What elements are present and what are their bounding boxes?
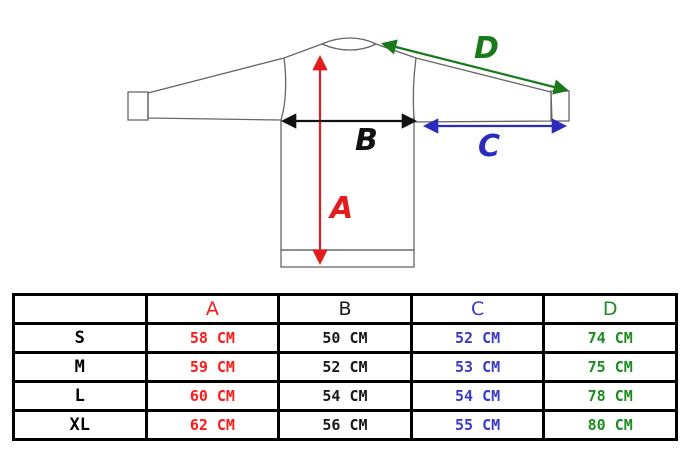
value-b: 52 CM: [277, 351, 413, 383]
value-d: 74 CM: [542, 322, 678, 354]
value-a: 58 CM: [144, 322, 281, 354]
header-b: B: [277, 293, 413, 325]
table-header-row: A B C D: [12, 293, 678, 325]
sweater-outline: [127, 37, 570, 268]
value-c: 53 CM: [409, 351, 546, 383]
value-c: 54 CM: [409, 380, 546, 412]
size-chart-table: A B C D S 58 CM 50 CM 52 CM 74 CM M 59 C…: [12, 293, 678, 441]
value-c: 55 CM: [409, 409, 546, 441]
value-b: 54 CM: [277, 380, 413, 412]
label-a: A: [328, 191, 353, 226]
table-row: S 58 CM 50 CM 52 CM 74 CM: [12, 322, 678, 354]
table-row: L 60 CM 54 CM 54 CM 78 CM: [12, 380, 678, 412]
size-cell: S: [12, 322, 148, 354]
header-d: D: [542, 293, 678, 325]
label-b: B: [355, 123, 378, 158]
value-a: 59 CM: [144, 351, 281, 383]
value-b: 50 CM: [277, 322, 413, 354]
value-d: 75 CM: [542, 351, 678, 383]
value-b: 56 CM: [277, 409, 413, 441]
size-cell: M: [12, 351, 148, 383]
value-a: 60 CM: [144, 380, 281, 412]
size-cell: XL: [12, 409, 148, 441]
table-row: XL 62 CM 56 CM 55 CM 80 CM: [12, 409, 678, 441]
value-a: 62 CM: [144, 409, 281, 441]
label-c: C: [478, 129, 500, 164]
size-cell: L: [12, 380, 148, 412]
value-c: 52 CM: [409, 322, 546, 354]
header-a: A: [144, 293, 281, 325]
table-row: M 59 CM 52 CM 53 CM 75 CM: [12, 351, 678, 383]
value-d: 78 CM: [542, 380, 678, 412]
sweater-measurement-diagram: A B C D: [127, 31, 570, 268]
label-d: D: [474, 31, 499, 66]
arrow-d: [381, 39, 569, 95]
header-blank-cell: [12, 293, 148, 325]
value-d: 80 CM: [542, 409, 678, 441]
header-c: C: [409, 293, 546, 325]
